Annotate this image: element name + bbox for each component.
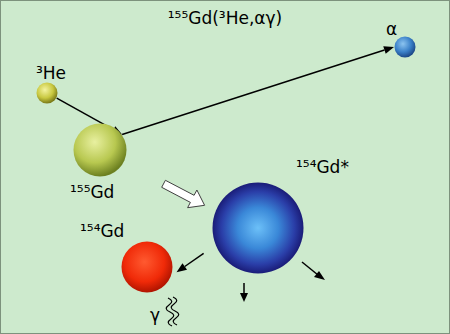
particle-label: ¹⁵⁴Gd* — [296, 157, 349, 178]
particle-label: ¹⁵⁵Gd — [70, 182, 114, 203]
arrow-line — [185, 253, 204, 266]
arrowhead — [314, 271, 325, 280]
reaction-arrow — [122, 46, 394, 134]
particle-label: α — [386, 19, 397, 40]
particle-circle: α — [394, 36, 416, 58]
arrowhead — [383, 46, 394, 54]
arrowhead — [240, 293, 248, 302]
gamma-squiggle — [171, 297, 179, 325]
particle-circle: ¹⁵⁵Gd — [73, 123, 127, 177]
particle-fill — [395, 37, 416, 58]
particle-circle: ¹⁵⁴Gd — [121, 241, 173, 293]
particle-shape — [36, 82, 58, 104]
gamma-label: γ — [150, 305, 160, 326]
gamma-squiggle — [166, 298, 174, 326]
particle-circle: ¹⁵⁴Gd* — [212, 182, 304, 274]
particle-fill — [74, 124, 127, 177]
particle-shape — [394, 36, 416, 58]
reaction-arrow — [162, 180, 205, 207]
particle-shape — [73, 123, 127, 177]
arrowhead — [177, 263, 187, 272]
particle-label: ¹⁵⁴Gd — [80, 221, 124, 242]
particle-label: ³He — [36, 63, 66, 84]
particle-fill — [37, 83, 58, 104]
emission-arrow — [302, 262, 318, 275]
hollow-arrow — [162, 180, 205, 207]
reaction-arrow — [177, 253, 204, 272]
particle-fill — [122, 242, 173, 293]
particle-shape — [212, 182, 304, 274]
diagram-title: ¹⁵⁵Gd(³He,αγ) — [0, 7, 450, 29]
arrow-line — [122, 50, 384, 134]
particle-fill — [213, 183, 304, 274]
emission-arrow — [243, 283, 245, 294]
particle-circle: ³He — [36, 82, 58, 104]
particle-shape — [121, 241, 173, 293]
